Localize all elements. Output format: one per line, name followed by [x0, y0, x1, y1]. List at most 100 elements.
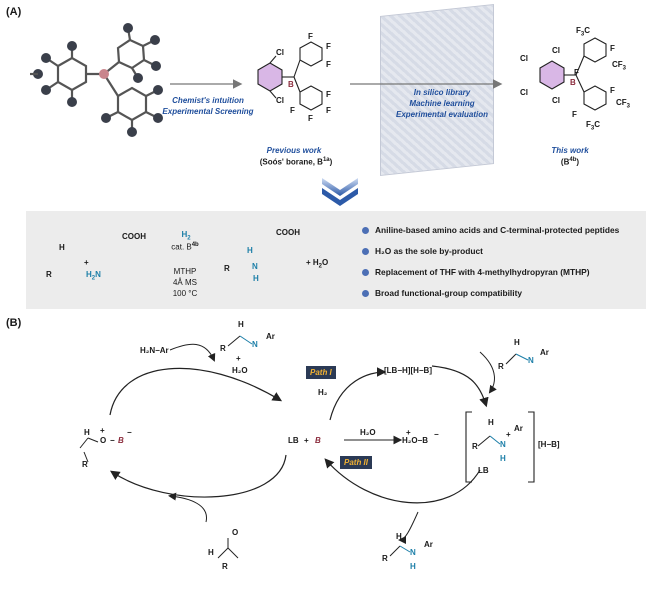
activated-plus: +: [100, 426, 105, 435]
imine1-ar: Ar: [266, 332, 275, 341]
cf3-sub: 3: [622, 65, 627, 72]
previous-name-sup: 1a: [322, 157, 330, 163]
aldehyde2-r: R: [222, 562, 228, 571]
bullet-4-text: Broad functional-group compatibility: [375, 288, 523, 298]
imine2-r: R: [498, 362, 504, 371]
atom-f-prev-1: F: [308, 32, 313, 41]
atom-f-prev-3: F: [326, 60, 331, 69]
product2-nh: H: [410, 562, 416, 571]
bullet-3-text: Replacement of THF with 4-methylhydropyr…: [375, 267, 590, 277]
amine-in-arrow: [169, 343, 216, 362]
aldehyde-r: R: [46, 270, 52, 279]
bullet-dot-icon: [362, 269, 369, 276]
amino-cooh: COOH: [122, 232, 146, 241]
cf3b-sub: 3: [626, 103, 631, 110]
imine-in-arrow: [479, 351, 497, 394]
water-sub: 2: [318, 263, 323, 270]
bullet-3: Replacement of THF with 4-methylhydropyr…: [362, 267, 590, 277]
product2-r: R: [382, 554, 388, 563]
complex-lb: LB: [478, 466, 489, 475]
atom-b-this: B: [570, 78, 576, 87]
complex-n: N: [500, 440, 506, 449]
atom-f-this-2: F: [574, 68, 579, 77]
h2-sub: 2: [187, 235, 191, 242]
imine2-h: H: [514, 338, 520, 347]
atom-cl-4-this: Cl: [552, 96, 560, 105]
down-chevron-icon: [322, 178, 358, 206]
aldehyde-in-arrow: [168, 492, 207, 523]
atom-f-prev-4: F: [326, 90, 331, 99]
aldehyde2-o: O: [232, 528, 239, 537]
atom-cf3-top-this: CF3: [612, 60, 626, 72]
aldehyde2-h: H: [208, 548, 214, 557]
product-out-arrow: [398, 511, 419, 544]
atom-f3c-bottom-this: F3C: [586, 120, 600, 132]
this-name-text: (B: [560, 157, 570, 167]
path-1-tag: Path I: [306, 366, 336, 379]
product-n: N: [252, 262, 258, 271]
catalyst-text: cat. B: [171, 242, 192, 252]
bullet-dot-icon: [362, 248, 369, 255]
ion-pair: [LB−H][H−B]: [384, 366, 432, 375]
reagent-solvent: MTHP: [173, 267, 197, 276]
hydrate-plus: +: [406, 428, 411, 437]
atom-f-this-1: F: [610, 44, 615, 53]
water-o: O: [322, 258, 329, 267]
atom-f-prev-7: F: [308, 114, 313, 123]
complex-hb: [H−B]: [538, 440, 560, 449]
cf3b-text: CF: [616, 98, 627, 107]
imine1-n: N: [252, 340, 258, 349]
reagent-h2: H2: [166, 230, 206, 242]
arrow-ml-label-1: In silico library: [413, 88, 471, 97]
activated-h: H: [84, 428, 90, 437]
bullet-dot-icon: [362, 290, 369, 297]
panel-a-label: (A): [6, 6, 22, 18]
atom-f-this-3: F: [610, 86, 615, 95]
bullet-1: Aniline-based amino acids and C-terminal…: [362, 225, 619, 235]
f3c-sub: 3: [580, 31, 585, 38]
previous-work-label: Previous work: [266, 146, 322, 155]
h2n-sub: 2: [91, 275, 96, 282]
center-lb: LB: [288, 436, 299, 445]
f3c-c: C: [584, 26, 591, 35]
imine1-water: H₂O: [232, 366, 248, 375]
atom-b-prev: B: [288, 80, 294, 89]
bullet-2-text: H₂O as the sole by-product: [375, 246, 483, 256]
center-plus: +: [304, 436, 309, 445]
cf3-text: CF: [612, 60, 623, 69]
atom-cf3-bottom-this: CF3: [616, 98, 630, 110]
center-b: B: [315, 436, 321, 445]
previous-work-name: (Soós' borane, B1a): [226, 157, 366, 167]
amino-h2n: H2N: [86, 270, 101, 282]
complex-ar: Ar: [514, 424, 523, 433]
product-r: R: [224, 264, 230, 273]
product-cooh: COOH: [276, 228, 300, 237]
imine-bonds: [79, 335, 529, 559]
atom-cl-1-this: Cl: [520, 54, 528, 63]
complex-r: R: [472, 442, 478, 451]
reagent-sieves: 4Å MS: [172, 278, 197, 287]
bullet-4: Broad functional-group compatibility: [362, 288, 522, 298]
activated-b: B: [118, 436, 124, 445]
product2-h: H: [396, 532, 402, 541]
atom-f-prev-6: F: [290, 106, 295, 115]
atom-cl-3-this: Cl: [520, 88, 528, 97]
activated-dash: −: [110, 436, 115, 445]
atom-cl-bottom-prev: Cl: [276, 96, 284, 105]
f3cb-c: C: [594, 120, 601, 129]
h2-left: H₂: [318, 388, 328, 397]
bullet-1-text: Aniline-based amino acids and C-terminal…: [375, 225, 620, 235]
catalyst-sup: 4b: [191, 242, 199, 248]
h2-h: H: [181, 230, 188, 239]
atom-f-this-4: F: [572, 110, 577, 119]
complex-nh: H: [500, 454, 506, 463]
h2o-over-arrow: H₂O: [360, 428, 376, 437]
product2-n: N: [410, 548, 416, 557]
h2n-n: N: [95, 270, 101, 279]
atom-cl-2-this: Cl: [552, 46, 560, 55]
activated-o: O: [100, 436, 107, 445]
arrow-ml-label-2: Machine learning: [409, 99, 475, 108]
path-2-tag: Path II: [340, 456, 373, 469]
atom-f-prev-5: F: [326, 106, 331, 115]
complex-brackets: [465, 411, 535, 483]
